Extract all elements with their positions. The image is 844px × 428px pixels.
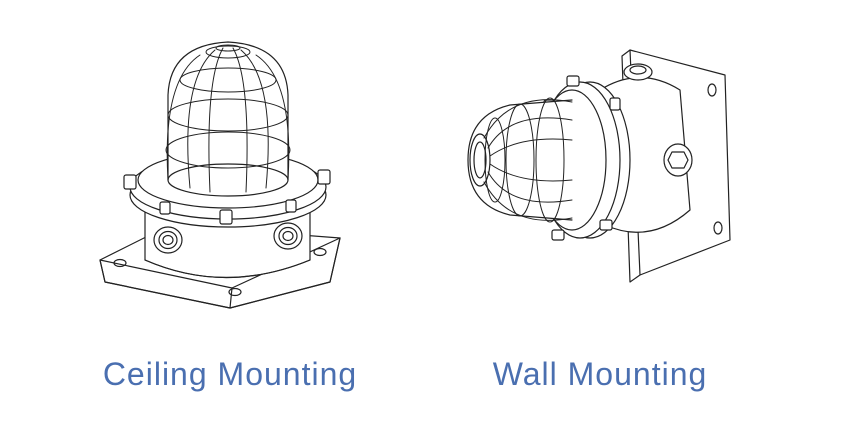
ceiling-mounting-panel: Ceiling Mounting [60, 0, 400, 428]
wall-mounting-caption: Wall Mounting [492, 356, 708, 392]
ceiling-mounted-light-illustration [60, 20, 400, 320]
wall-mounting-panel: Wall Mounting [440, 0, 760, 428]
ceiling-mounting-caption: Ceiling Mounting [102, 356, 358, 392]
wall-mounted-light-illustration [440, 20, 760, 320]
